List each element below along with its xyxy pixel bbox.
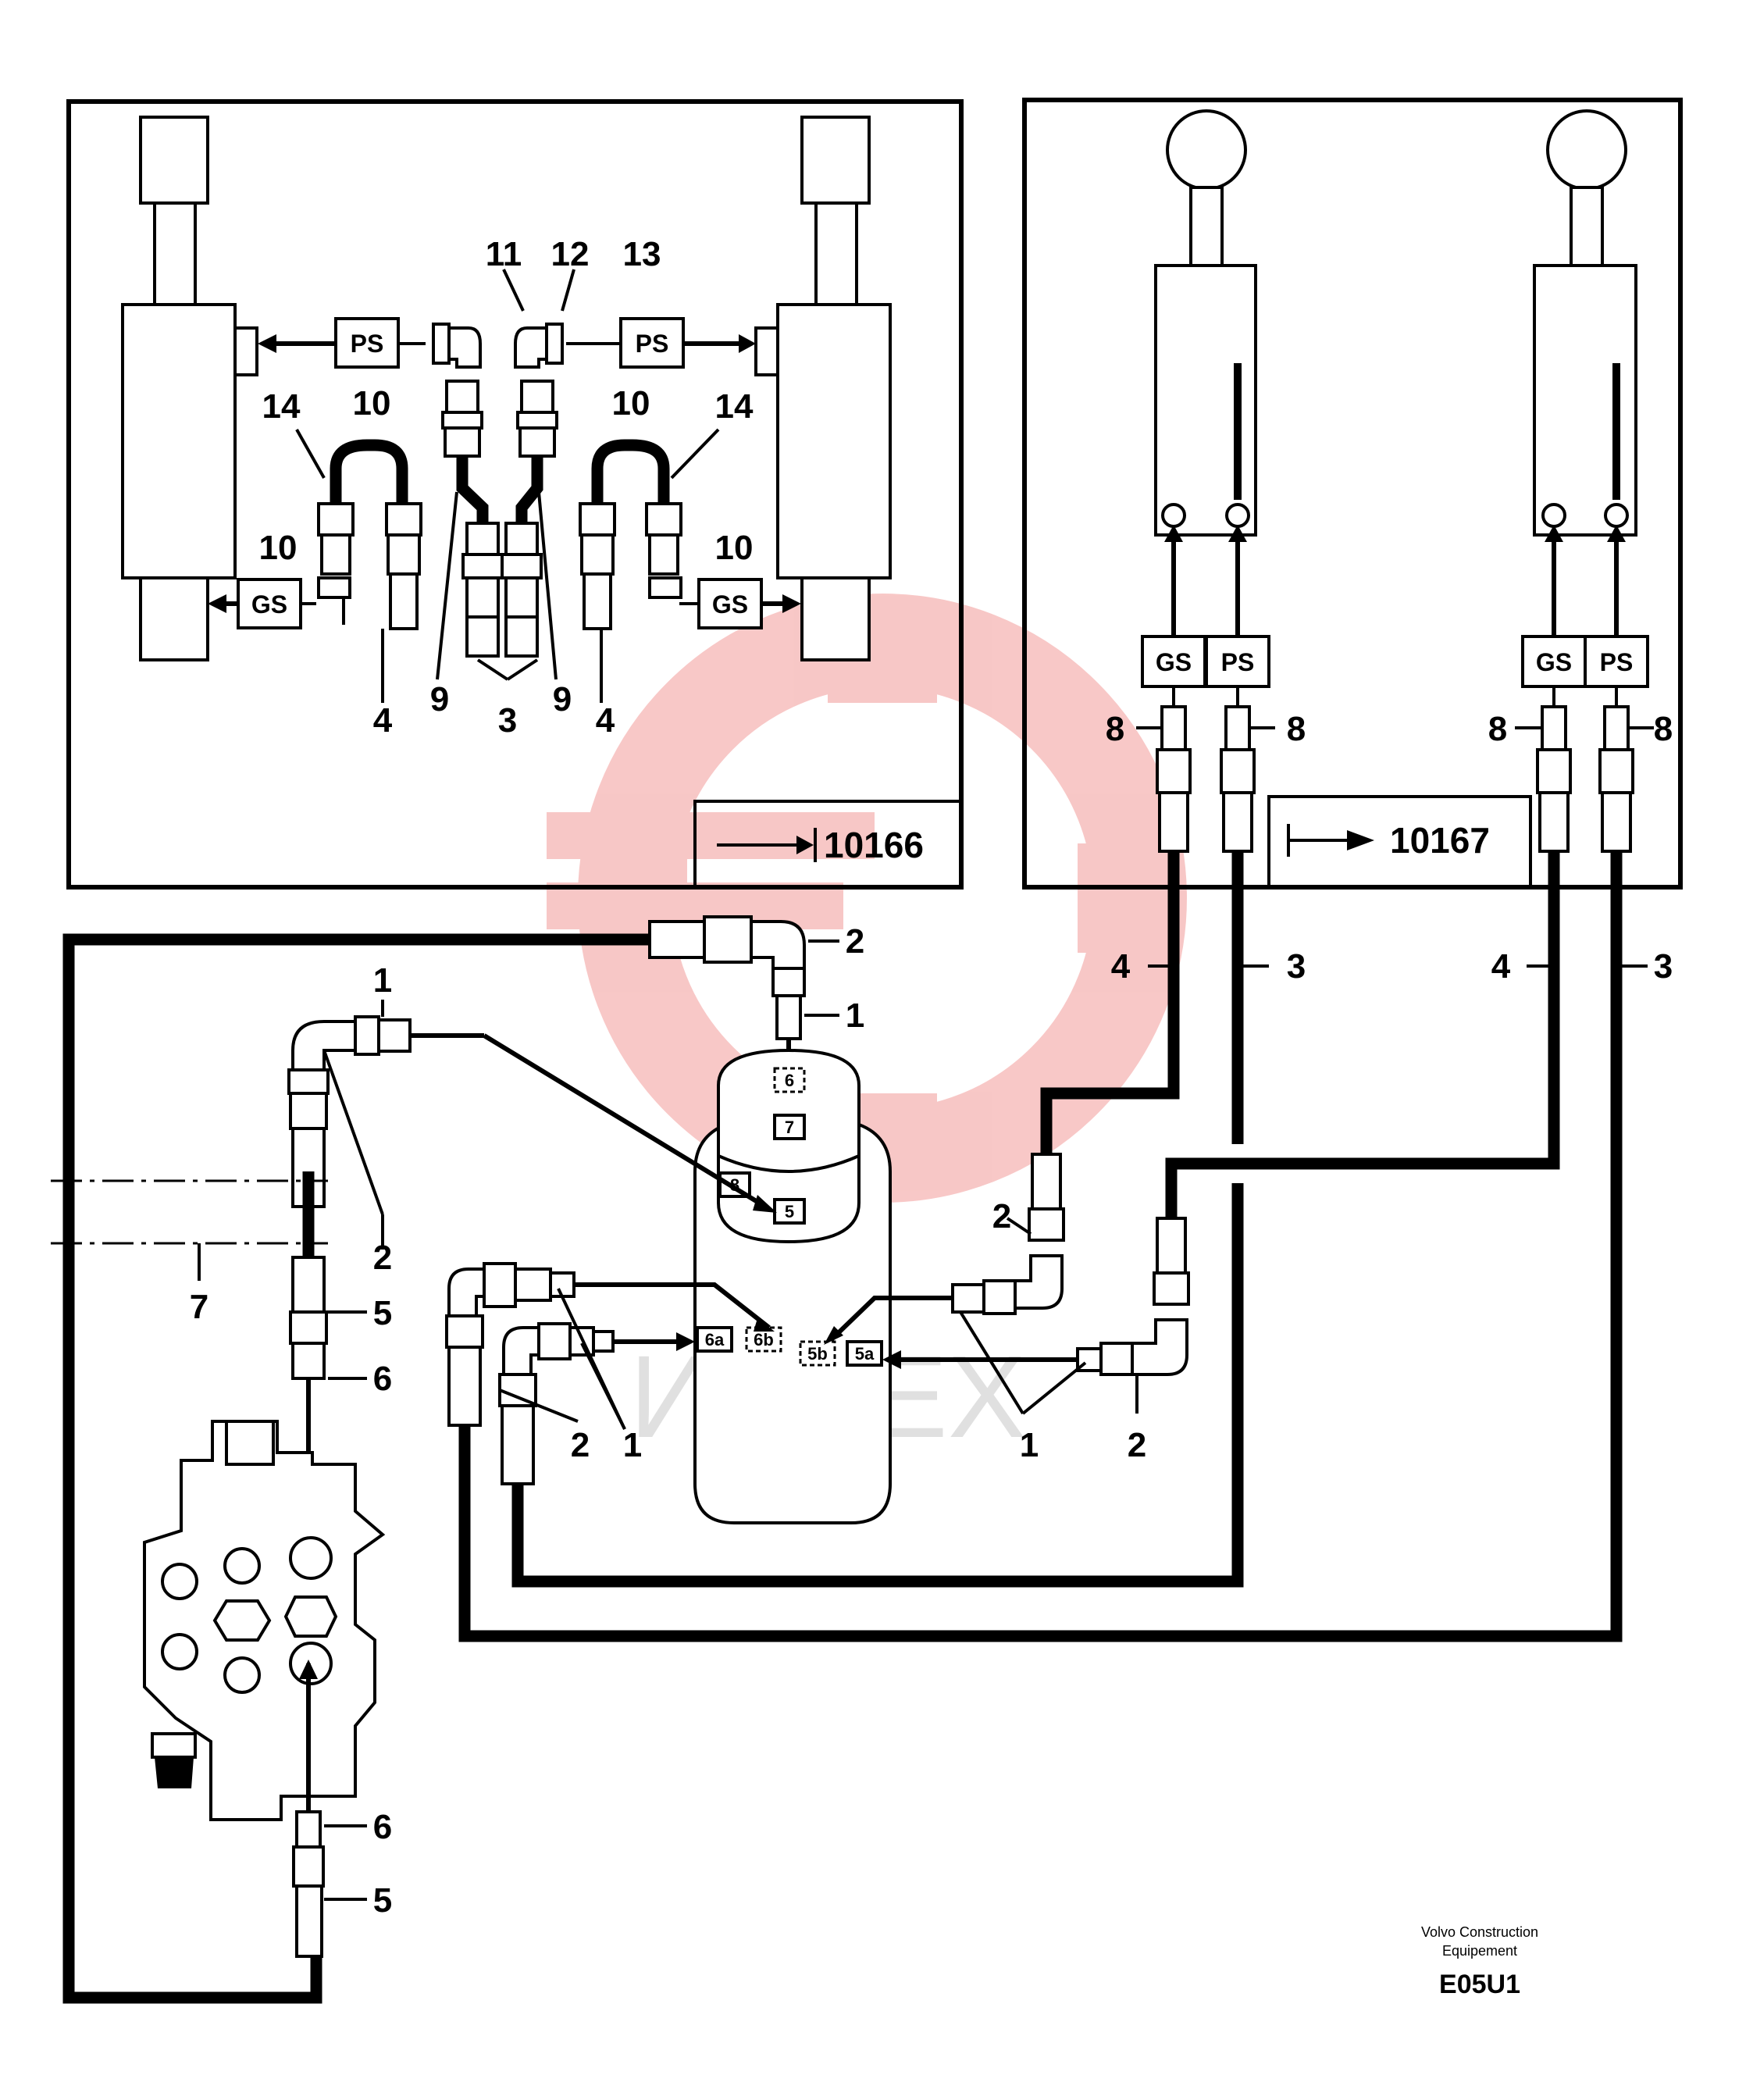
callout-2-top: 2 <box>846 922 864 961</box>
callout-2-mid-right: 2 <box>1128 1426 1146 1464</box>
port-7: 7 <box>785 1118 794 1137</box>
credit-line-2: Equipement <box>1442 1943 1517 1959</box>
reference-10166: 10166 <box>824 825 924 865</box>
joystick-right <box>1533 109 1637 537</box>
callout-10-bottom-right: 10 <box>715 529 754 567</box>
reference-10167: 10167 <box>1390 820 1490 861</box>
callout-2-right-upper: 2 <box>992 1197 1011 1235</box>
port-5a: 5a <box>855 1344 875 1364</box>
callout-2-left-diag: 2 <box>373 1239 392 1277</box>
callout-9-left: 9 <box>430 680 449 718</box>
callout-6-upper: 6 <box>373 1360 392 1398</box>
hose-outer-left <box>62 933 650 2004</box>
inset-right: 10167 GS PS <box>1022 98 1683 890</box>
callout-13: 13 <box>623 235 661 273</box>
callout-4-right: 4 <box>596 701 615 740</box>
callout-3-b: 3 <box>1654 947 1673 986</box>
ps-box-1: PS <box>1221 648 1255 676</box>
ps-box-left: PS <box>351 330 384 358</box>
accumulator <box>693 1048 892 1524</box>
callout-4-left: 4 <box>373 701 393 740</box>
credit-line-1: Volvo Construction <box>1421 1924 1538 1940</box>
callout-14-left: 14 <box>262 387 301 426</box>
inset-right-frame <box>1022 98 1683 890</box>
hose-lower-inner <box>511 1183 1244 1588</box>
callout-8-2: 8 <box>1287 710 1306 748</box>
hose-4b <box>1165 851 1560 1218</box>
port-6: 6 <box>785 1071 794 1090</box>
callout-1-left: 1 <box>373 961 392 1000</box>
callout-8-3: 8 <box>1488 710 1507 748</box>
callout-8-4: 8 <box>1654 710 1673 748</box>
port-6a: 6a <box>705 1330 725 1349</box>
fittings-1 <box>1156 686 1634 853</box>
callout-9-right: 9 <box>553 680 572 718</box>
right-cylinder <box>754 116 892 661</box>
ps-box-2: PS <box>1600 648 1634 676</box>
callout-6-lower: 6 <box>373 1808 392 1846</box>
callout-3: 3 <box>498 701 517 740</box>
gs-box-2: GS <box>1536 648 1572 676</box>
callout-10-top-right: 10 <box>612 384 650 422</box>
callout-8-1: 8 <box>1106 710 1124 748</box>
control-valve <box>143 1420 386 1821</box>
callout-12: 12 <box>551 235 590 273</box>
callout-3-a: 3 <box>1287 947 1306 986</box>
figure-code: E05U1 <box>1439 1970 1520 1999</box>
port-5b: 5b <box>807 1344 828 1364</box>
joystick-left <box>1154 109 1257 537</box>
callout-10-bottom-left: 10 <box>259 529 298 567</box>
callout-10-top-left: 10 <box>353 384 391 422</box>
port-6b: 6b <box>754 1330 774 1349</box>
callout-7: 7 <box>190 1288 208 1326</box>
hose-4a <box>1040 851 1180 1154</box>
callout-1-top: 1 <box>846 997 864 1035</box>
callout-11: 11 <box>486 235 522 273</box>
ps-box-right: PS <box>636 330 669 358</box>
gs-box-left: GS <box>251 590 287 619</box>
callout-1-mid-left: 1 <box>623 1426 642 1464</box>
callout-4-a: 4 <box>1111 947 1131 986</box>
callout-1-mid-right: 1 <box>1020 1426 1039 1464</box>
callout-5-upper: 5 <box>373 1294 392 1332</box>
hose-lower-outer <box>458 851 1623 1642</box>
gs-box-right: GS <box>712 590 748 619</box>
callout-14-right: 14 <box>715 387 754 426</box>
left-cylinder <box>121 116 258 661</box>
main-circuit: 6 7 8 5 6a 6b 5b 5a <box>51 851 1673 2004</box>
inset-left-frame <box>66 99 964 890</box>
inset-left: 10166 PS PS GS <box>66 99 964 890</box>
gs-box-1: GS <box>1156 648 1192 676</box>
callout-2-mid-left: 2 <box>571 1426 590 1464</box>
callout-5-lower: 5 <box>373 1881 392 1920</box>
callout-4-b: 4 <box>1491 947 1511 986</box>
port-5: 5 <box>785 1202 794 1221</box>
